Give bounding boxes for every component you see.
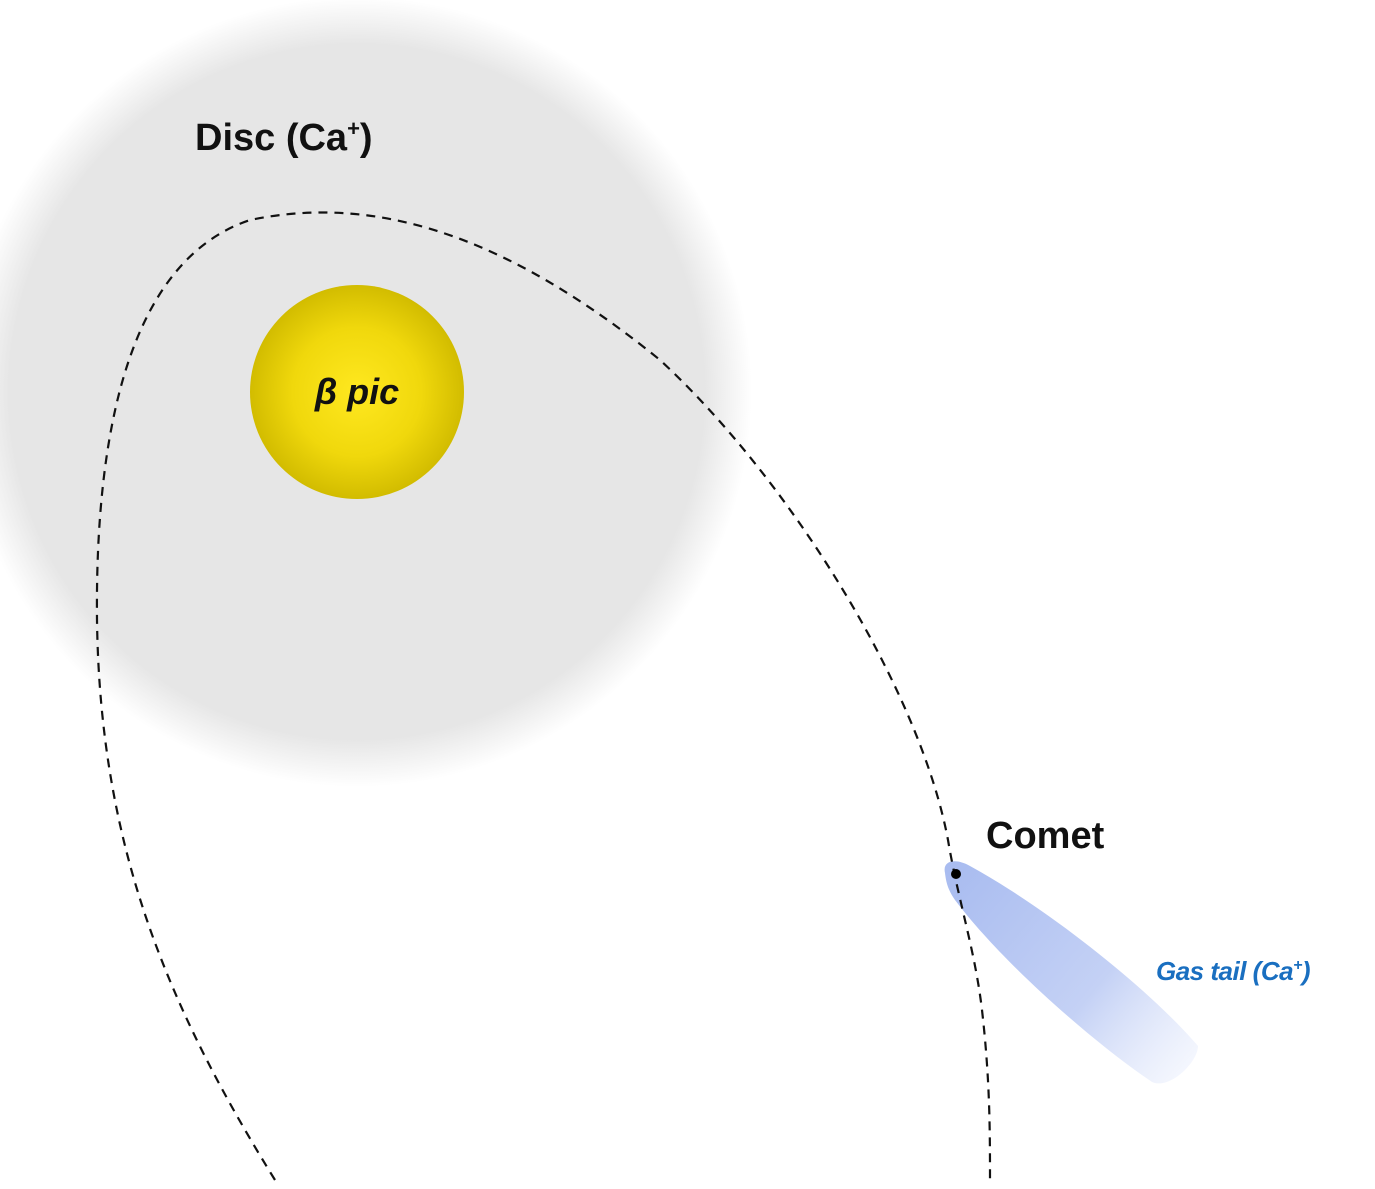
gas-tail (944, 861, 1198, 1084)
gas-tail-label: Gas tail (Ca+) (1156, 956, 1310, 986)
star-label: β pic (314, 371, 399, 412)
star-beta-pic (250, 285, 464, 499)
comet-nucleus (951, 869, 961, 879)
disc-label: Disc (Ca+) (195, 116, 373, 159)
comet-orbit (95, 211, 992, 1186)
comet-label: Comet (986, 815, 1105, 857)
